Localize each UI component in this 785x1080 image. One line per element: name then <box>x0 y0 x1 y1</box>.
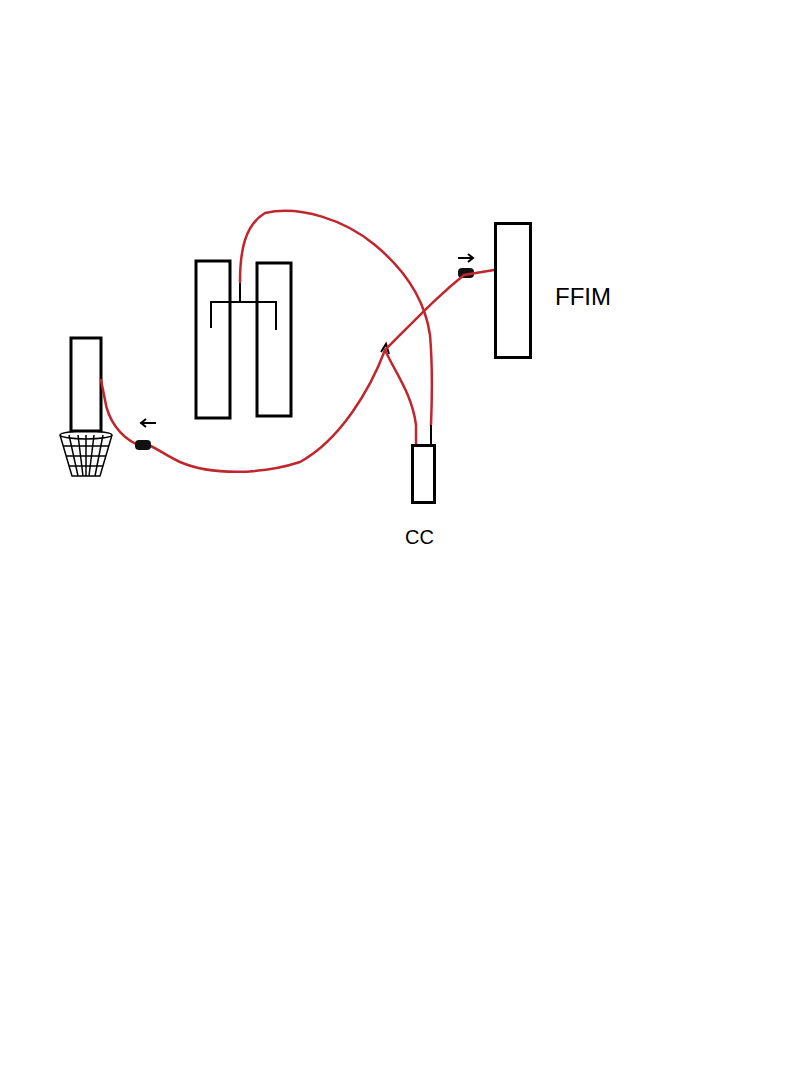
box-label: CC <box>405 527 434 547</box>
left-panel <box>196 261 230 418</box>
splitter-lines <box>211 282 276 330</box>
wire-connector <box>385 270 494 444</box>
plug <box>135 440 151 450</box>
wire-path <box>385 270 494 444</box>
right-panel <box>257 263 291 416</box>
direction-arrow <box>141 254 473 427</box>
cc-leads <box>416 425 431 444</box>
box-label: FFIM <box>555 285 611 309</box>
basket-net <box>60 431 112 476</box>
hoop-post <box>71 338 101 431</box>
device-box: FFIM <box>494 222 532 359</box>
controller-box: CC <box>411 444 436 504</box>
wires <box>101 211 432 472</box>
